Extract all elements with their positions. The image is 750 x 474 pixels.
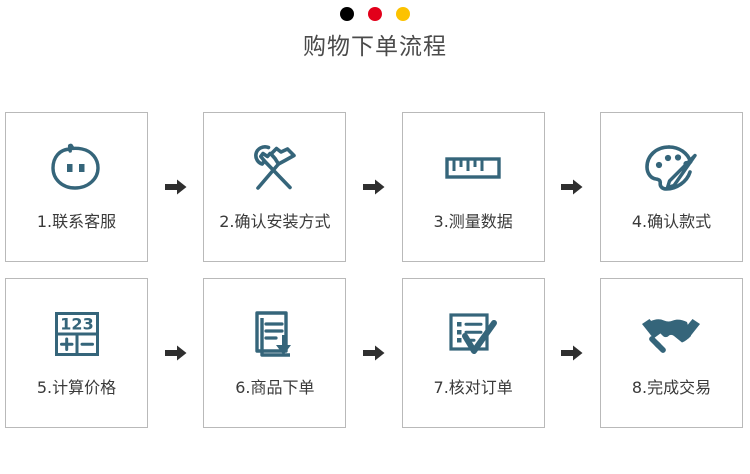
document-download-icon [204,305,345,363]
flow-arrow-5-6 [148,278,203,428]
flow-row-1: 1.联系客服 [5,112,743,262]
calculator-icon: 123 [6,305,147,363]
dot-indicator-group [0,7,750,21]
flow-step-card-2[interactable]: 2.确认安装方式 [203,112,347,262]
flow-container: 1.联系客服 [5,112,743,428]
flow-step-card-7[interactable]: 7.核对订单 [401,278,545,428]
flow-step-label-4: 4.确认款式 [631,212,712,231]
flow-arrow-7-8 [545,278,600,428]
flow-step-card-3[interactable]: 3.测量数据 [401,112,545,262]
flow-step-card-8[interactable]: 8.完成交易 [599,278,743,428]
flow-step-label-3: 3.测量数据 [433,212,513,231]
dot-black [340,7,354,21]
palette-icon [601,139,742,197]
flow-step-label-1: 1.联系客服 [36,212,117,231]
flow-step-card-4[interactable]: 4.确认款式 [599,112,743,262]
ruler-icon [403,139,544,197]
page-title: 购物下单流程 [303,34,447,60]
flow-step-label-6: 6.商品下单 [235,378,315,397]
flow-step-card-6[interactable]: 6.商品下单 [203,278,347,428]
flow-arrow-1-2 [148,112,203,262]
flow-step-label-5: 5.计算价格 [36,378,117,397]
dot-red [368,7,382,21]
flow-row-2: 123 5.计算价格 [5,278,743,428]
flow-arrow-6-7 [346,278,401,428]
flow-step-label-7: 7.核对订单 [433,378,513,397]
svg-text:123: 123 [60,315,93,334]
dot-yellow [396,7,410,21]
flow-step-label-8: 8.完成交易 [631,378,712,397]
checklist-check-icon [403,305,544,363]
wrench-hammer-icon [204,139,345,197]
flow-arrow-3-4 [545,112,600,262]
flow-step-card-5[interactable]: 123 5.计算价格 [5,278,148,428]
flow-arrow-2-3 [346,112,401,262]
chat-face-icon [6,139,147,197]
handshake-icon [601,305,742,363]
flow-step-card-1[interactable]: 1.联系客服 [5,112,148,262]
flow-step-label-2: 2.确认安装方式 [219,212,331,231]
